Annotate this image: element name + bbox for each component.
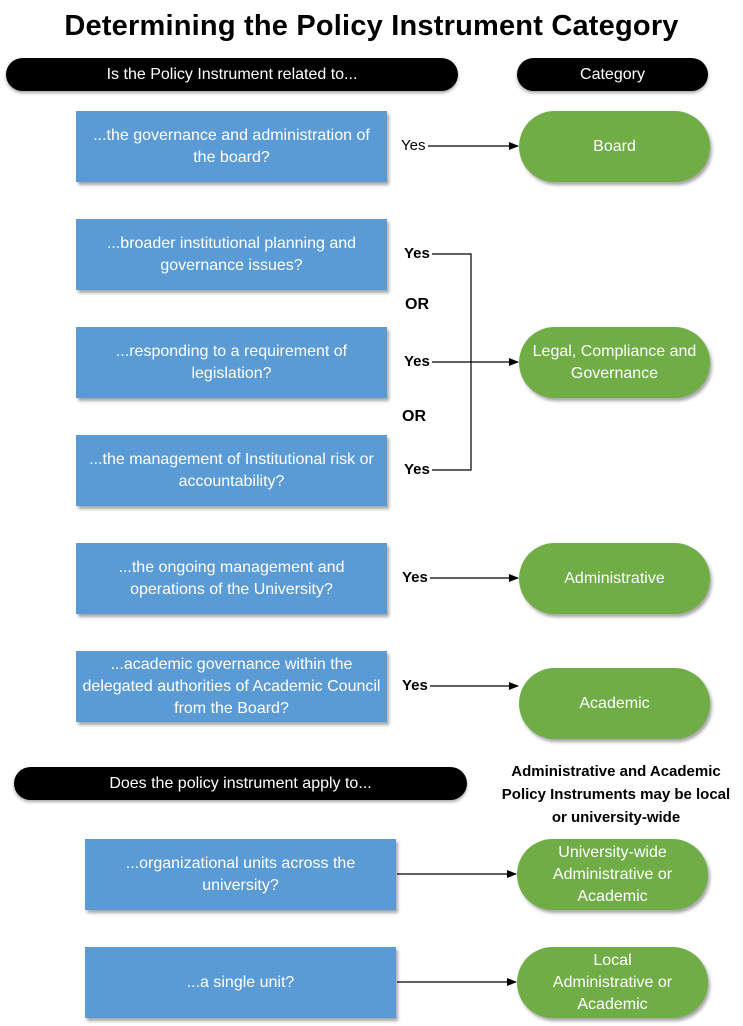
yes-label-risk: Yes	[404, 461, 430, 478]
or-label: OR	[405, 296, 429, 313]
question-board: ...the governance and administration of …	[76, 111, 387, 182]
yes-label-planning: Yes	[404, 245, 430, 262]
scope-note: Administrative and Academic Policy Instr…	[501, 763, 731, 826]
category-academic: Academic	[519, 668, 710, 739]
question-planning: ...broader institutional planning and go…	[76, 219, 387, 290]
question-university-wide: ...organizational units across the unive…	[85, 839, 396, 910]
diagram-title: Determining the Policy Instrument Catego…	[64, 10, 679, 42]
question-header: Is the Policy Instrument related to...	[6, 58, 458, 91]
yes-label-academic: Yes	[402, 677, 428, 694]
category-legal-compliance-governance: Legal, Compliance and Governance	[519, 327, 710, 398]
question-risk: ...the management of Institutional risk …	[76, 435, 387, 506]
category-local: Local Administrative or Academic	[517, 947, 708, 1018]
category-board: Board	[519, 111, 710, 182]
category-header: Category	[517, 58, 708, 91]
or-label: OR	[402, 408, 426, 425]
category-administrative: Administrative	[519, 543, 710, 614]
category-university-wide: University-wide Administrative or Academ…	[517, 839, 708, 910]
yes-label-legislation: Yes	[404, 353, 430, 370]
question-legislation: ...responding to a requirement of legisl…	[76, 327, 387, 398]
yes-label-operations: Yes	[402, 569, 428, 586]
apply-header: Does the policy instrument apply to...	[14, 767, 467, 800]
question-single-unit: ...a single unit?	[85, 947, 396, 1018]
question-academic: ...academic governance within the delega…	[76, 651, 387, 722]
question-operations: ...the ongoing management and operations…	[76, 543, 387, 614]
yes-label-board: Yes	[401, 137, 426, 154]
